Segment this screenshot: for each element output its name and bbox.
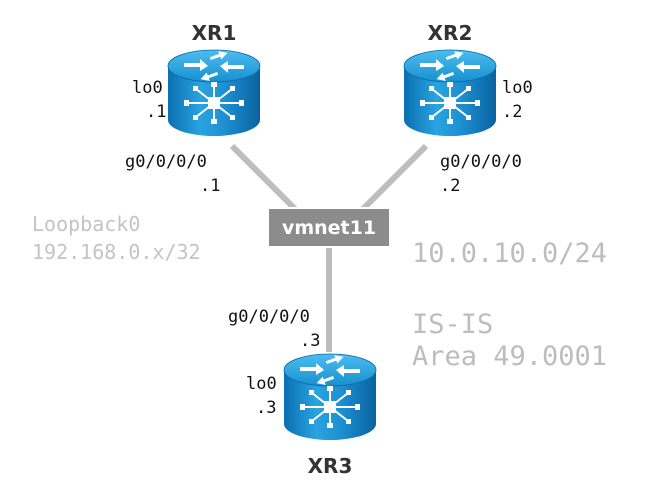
links xyxy=(229,143,429,352)
xr1-if-name: g0/0/0/0 xyxy=(125,152,207,172)
xr3-lo-label: lo0 xyxy=(246,374,277,394)
loopback-note-line1: Loopback0 xyxy=(32,212,140,236)
xr2-if-name: g0/0/0/0 xyxy=(440,152,522,172)
xr2-lo-label: lo0 xyxy=(502,78,533,98)
router-icon xyxy=(283,351,377,441)
router-name-xr3: XR3 xyxy=(308,454,353,478)
router-xr1: XR1 lo0 .1 g0/0/0/0 .1 xyxy=(125,21,261,196)
loopback-note: Loopback0 192.168.0.x/32 xyxy=(32,212,201,264)
xr3-lo-addr: .3 xyxy=(256,398,276,418)
router-icon xyxy=(403,47,497,137)
link-xr2-switch xyxy=(359,143,429,213)
isis-line1: IS-IS xyxy=(412,309,493,340)
xr2-lo-addr: .2 xyxy=(502,102,522,122)
xr1-if-addr: .1 xyxy=(200,176,220,196)
router-name-xr1: XR1 xyxy=(192,21,237,45)
router-name-xr2: XR2 xyxy=(428,21,473,45)
loopback-note-line2: 192.168.0.x/32 xyxy=(32,240,201,264)
xr1-lo-addr: .1 xyxy=(146,102,166,122)
switch-label: vmnet11 xyxy=(282,217,376,239)
router-icon xyxy=(167,47,261,137)
switch-vmnet11: vmnet11 xyxy=(267,207,391,248)
xr2-if-addr: .2 xyxy=(440,176,460,196)
link-xr1-switch xyxy=(229,143,299,213)
xr1-lo-label: lo0 xyxy=(132,78,163,98)
xr3-if-name: g0/0/0/0 xyxy=(228,307,310,327)
router-xr3: XR3 lo0 .3 g0/0/0/0 .3 xyxy=(228,307,377,478)
subnet-label: 10.0.10.0/24 xyxy=(412,238,607,269)
xr3-if-addr: .3 xyxy=(300,331,320,351)
isis-note: IS-IS Area 49.0001 xyxy=(412,309,607,372)
router-xr2: XR2 lo0 .2 g0/0/0/0 .2 xyxy=(403,21,533,196)
isis-line2: Area 49.0001 xyxy=(412,341,607,372)
